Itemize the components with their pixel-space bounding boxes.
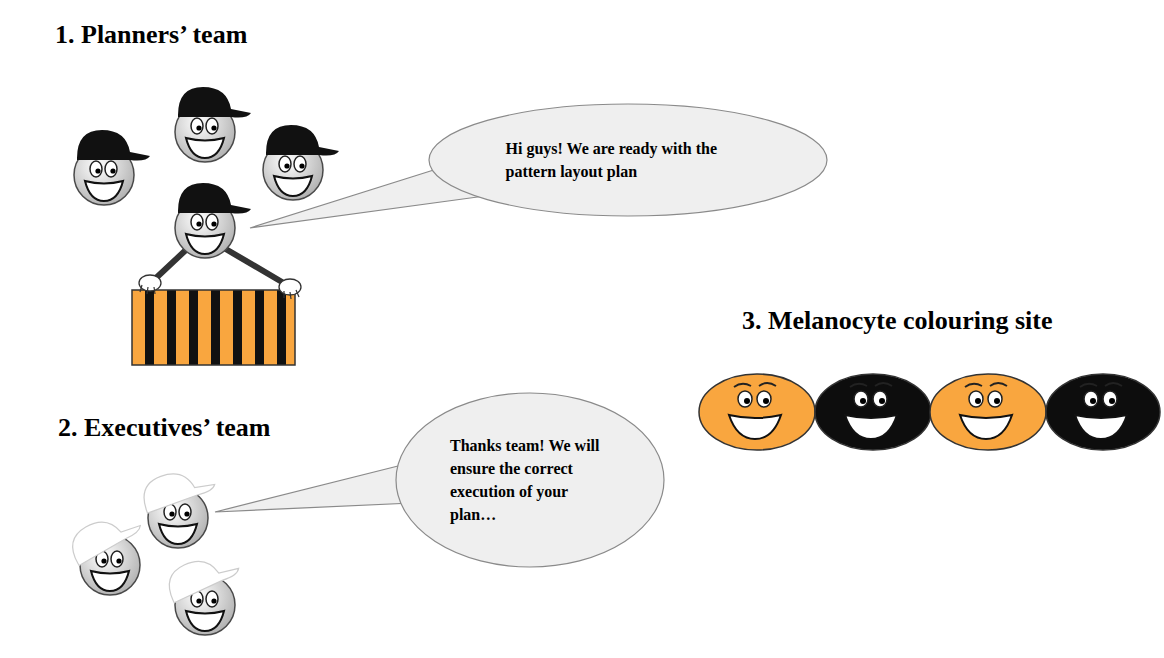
melanocyte-cell <box>815 374 931 450</box>
executive-face <box>64 503 142 595</box>
bubble-text-box: Thanks team! We will ensure the correct … <box>450 434 610 526</box>
bubble-outline-layer <box>395 392 665 568</box>
glove-hand <box>139 275 161 294</box>
speech-bubble: Thanks team! We will ensure the correct … <box>395 392 665 568</box>
speech-bubble: Hi guys! We are ready with the pattern l… <box>428 103 828 217</box>
team-heading: 2. Executives’ team <box>58 413 271 443</box>
bubble-outline-layer <box>428 103 828 217</box>
speech-text: Hi guys! We are ready with the pattern l… <box>506 137 751 183</box>
bubble-text-box: Hi guys! We are ready with the pattern l… <box>506 137 751 183</box>
planner-face <box>263 125 339 200</box>
planner-face <box>74 130 150 205</box>
team-heading: 3. Melanocyte colouring site <box>742 306 1053 336</box>
planner-face <box>175 183 251 258</box>
executive-face <box>162 545 241 635</box>
speech-text: Thanks team! We will ensure the correct … <box>450 434 610 526</box>
bubble-outline <box>396 393 664 567</box>
bubble-tail <box>215 465 412 512</box>
arm <box>224 248 282 282</box>
arm <box>156 248 188 278</box>
melanocyte-cell <box>699 374 815 450</box>
pattern-plan-banner <box>132 290 295 365</box>
melanocyte-cell <box>930 374 1046 450</box>
planner-face <box>175 87 251 162</box>
melanocyte-cell <box>1046 374 1160 450</box>
team-heading: 1. Planners’ team <box>55 20 247 50</box>
executive-face <box>137 460 216 548</box>
glove-hand <box>279 279 301 299</box>
bubble-outline <box>429 104 827 216</box>
